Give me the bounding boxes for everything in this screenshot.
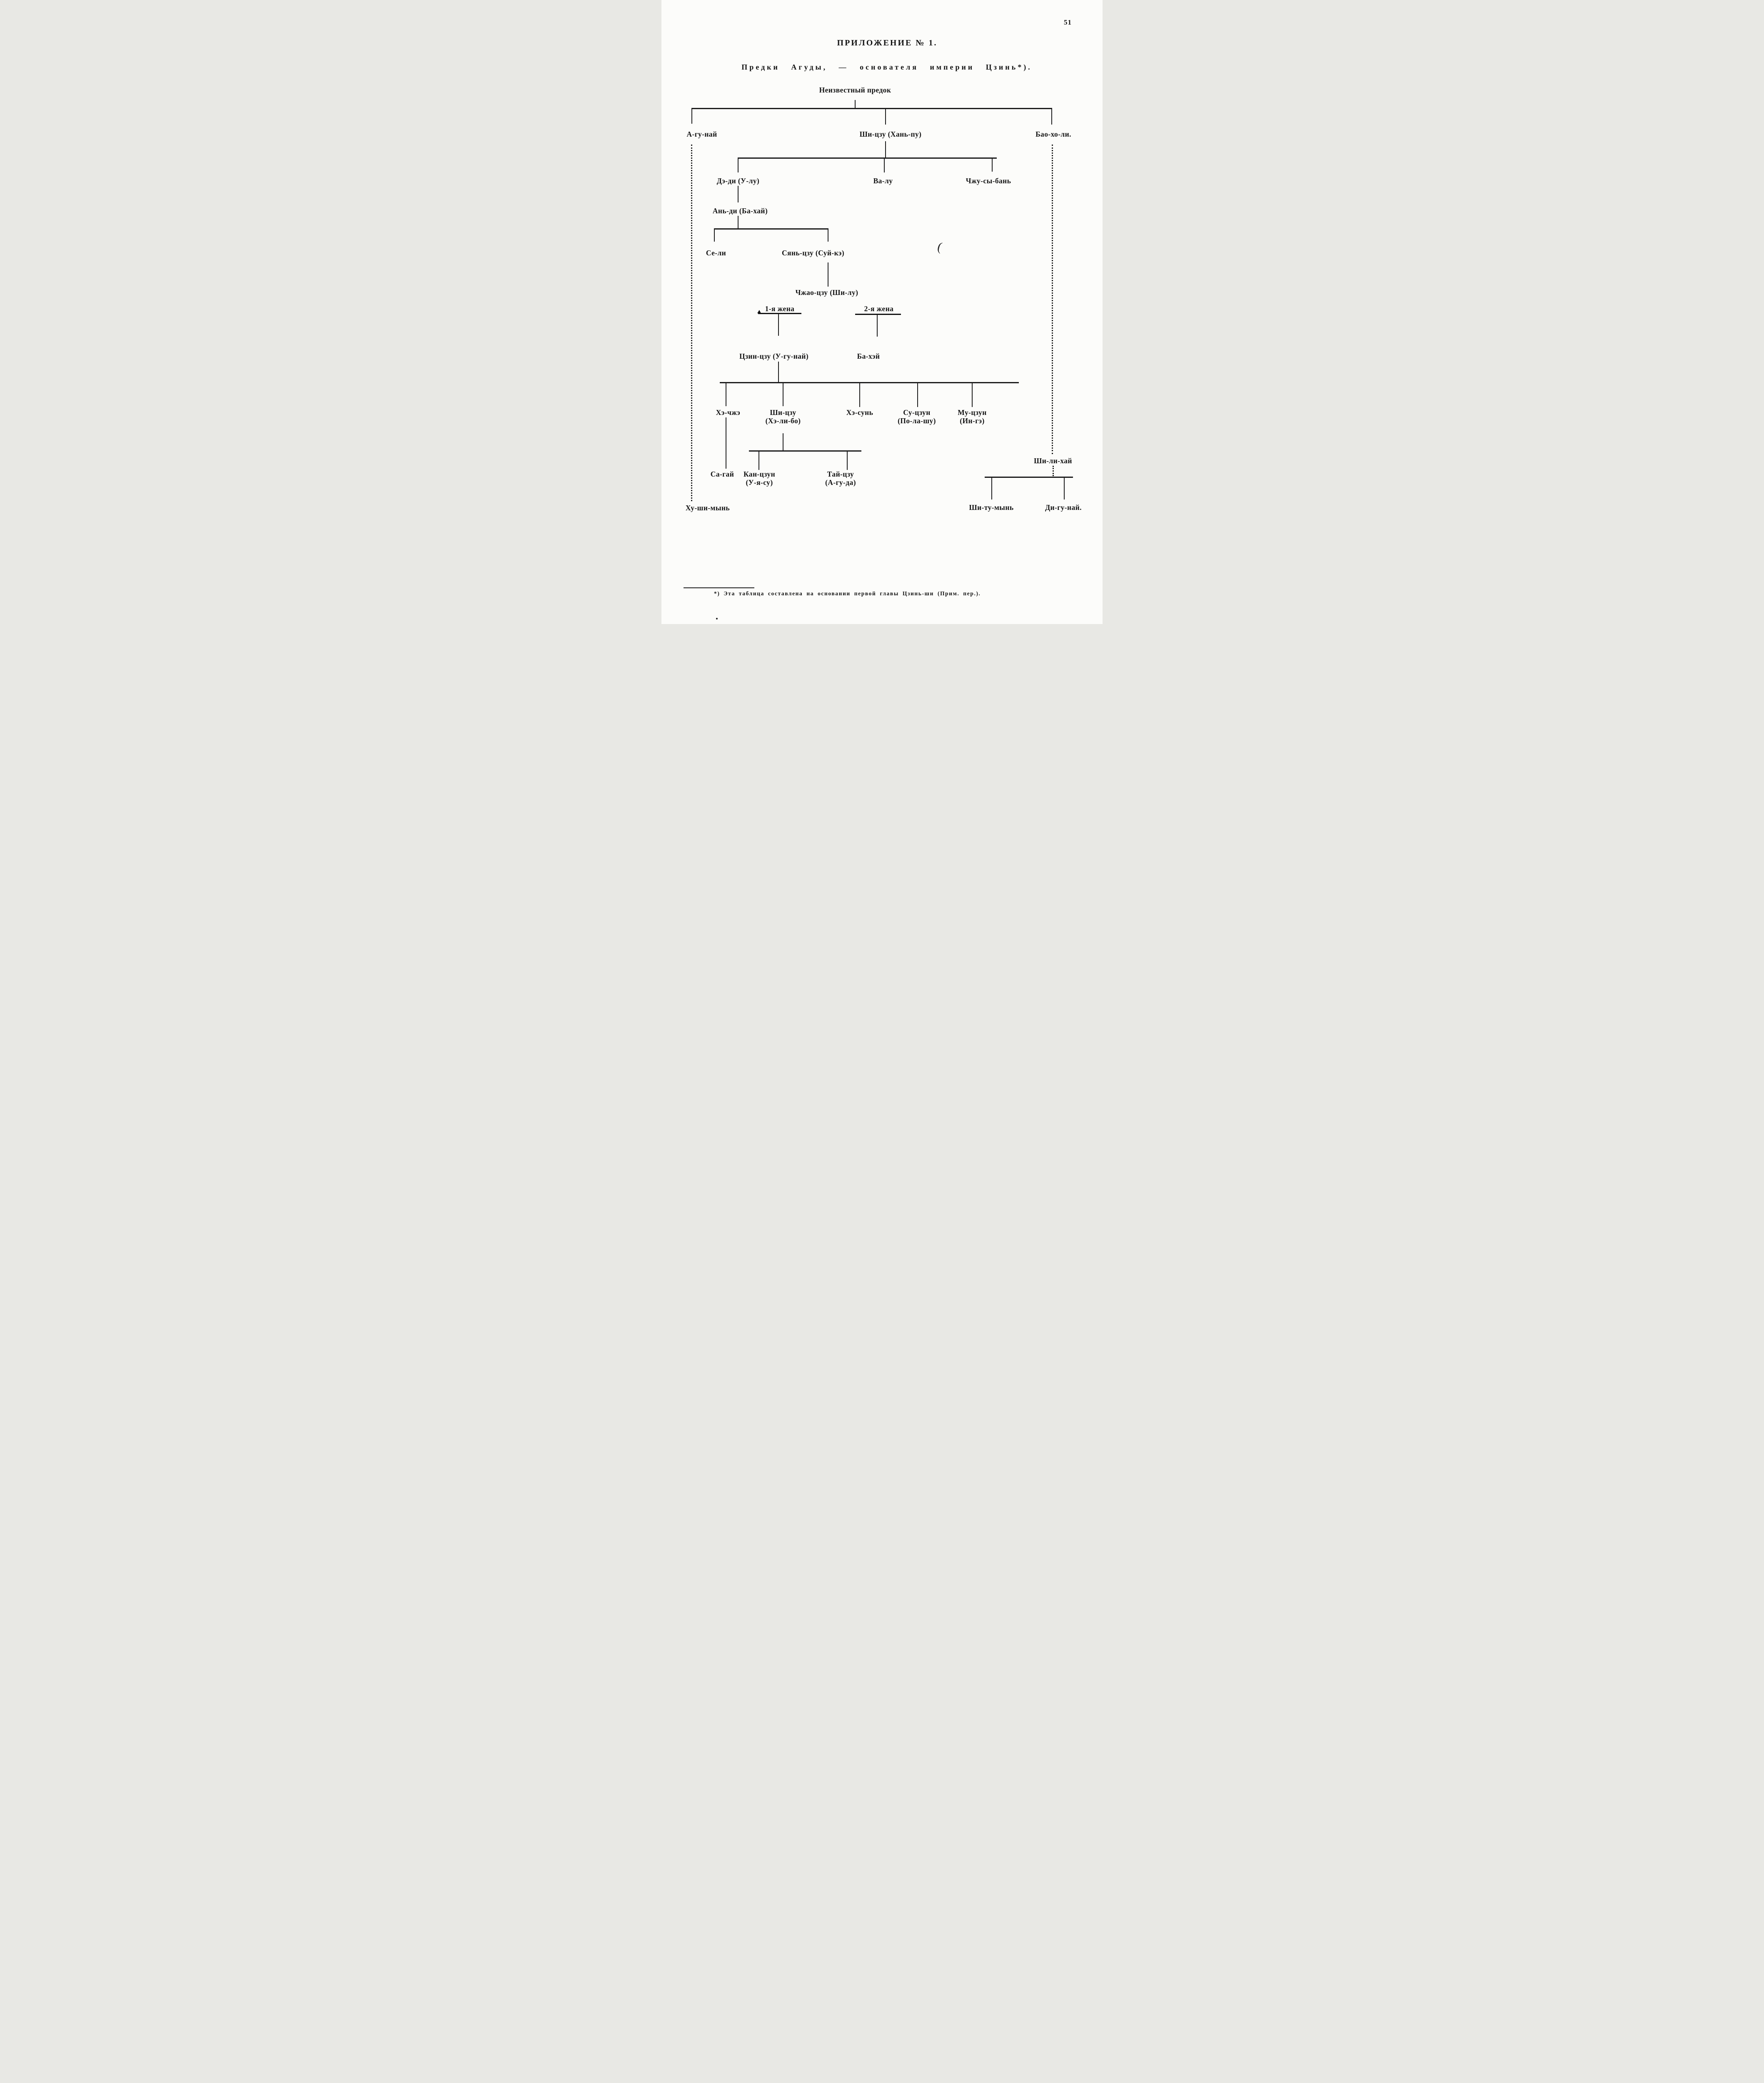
connector-andi-drop bbox=[738, 216, 739, 228]
footnote-text: *) Эта таблица составлена на основании п… bbox=[714, 590, 981, 597]
ink-speck bbox=[716, 618, 718, 619]
connector-stub-khesun bbox=[859, 382, 861, 407]
node-a-gu-nai: А-гу-най bbox=[686, 130, 717, 138]
connector-stub-baokholi bbox=[1051, 108, 1053, 125]
node-syan-tszu: Сянь-цзу (Суй-кэ) bbox=[781, 249, 845, 257]
dotted-line-agunai-hushimyn bbox=[691, 145, 692, 501]
node-khe-sun: Хэ-сунь bbox=[846, 408, 873, 417]
node-an-di: Ань-ди (Ба-хай) bbox=[712, 207, 768, 215]
connector-stub-agunai bbox=[691, 108, 693, 124]
node-di-gu-nai: Ди-гу-най. bbox=[1045, 503, 1082, 512]
connector-shitszu-drop bbox=[885, 141, 886, 157]
connector-stub-kantszun bbox=[758, 450, 760, 470]
footnote-rule bbox=[684, 587, 754, 588]
node-va-lu: Ва-лу bbox=[873, 177, 893, 185]
connector-zhena2-drop bbox=[877, 315, 878, 337]
connector-stub-chzhusyban bbox=[992, 157, 993, 172]
connector-stub-shitszu bbox=[885, 108, 886, 125]
node-zhena-1: 1-я жена bbox=[765, 305, 795, 313]
connector-gen4-bar bbox=[714, 228, 828, 230]
connector-gen8-bar bbox=[749, 450, 861, 452]
node-su-tszun: Су-цзун (По-ла-шу) bbox=[898, 408, 936, 425]
connector-stub-dedi bbox=[738, 157, 739, 172]
underline-zhena-1 bbox=[758, 313, 801, 314]
scanned-book-page: 51 ПРИЛОЖЕНИЕ № 1. Предки Агуды, — основ… bbox=[661, 0, 1103, 624]
node-ba-khei: Ба-хэй bbox=[857, 352, 880, 360]
node-tszin-tszu: Цзин-цзу (У-гу-най) bbox=[739, 352, 809, 360]
page-number: 51 bbox=[1064, 18, 1072, 26]
node-mu-tszun: Му-цзун (Ин-гэ) bbox=[958, 408, 987, 425]
node-kan-tszun: Кан-цзун (У-я-су) bbox=[743, 470, 776, 487]
node-shi-tszu-khe-li-bo: Ши-цзу (Хэ-ли-бо) bbox=[765, 408, 801, 425]
appendix-title: ПРИЛОЖЕНИЕ № 1. bbox=[837, 38, 938, 47]
node-chzhao-tszu: Чжао-цзу (Ши-лу) bbox=[795, 288, 858, 297]
connector-zhena1-drop bbox=[778, 314, 779, 336]
dotted-line-shilihai-drop bbox=[1053, 466, 1054, 476]
connector-stub-mutszun bbox=[972, 382, 973, 407]
node-khu-shi-myn: Ху-ши-мынь bbox=[685, 504, 730, 512]
connector-stub-shitumyn bbox=[991, 477, 993, 500]
connector-stub-valu bbox=[884, 157, 885, 172]
connector-stub-sutszun bbox=[917, 382, 918, 407]
connector-gen7-bar bbox=[720, 382, 1019, 383]
connector-stub-digunai bbox=[1064, 477, 1065, 500]
connector-tszintszu-drop bbox=[778, 362, 779, 382]
node-shi-tszu-khan-pu: Ши-цзу (Хань-пу) bbox=[859, 130, 922, 138]
connector-rightbranch-bar bbox=[985, 477, 1073, 478]
node-tai-tszu: Тай-цзу (А-гу-да) bbox=[825, 470, 856, 487]
node-shi-tu-myn: Ши-ту-мынь bbox=[969, 503, 1014, 512]
node-shi-li-khai: Ши-ли-хай bbox=[1034, 457, 1072, 465]
ink-blob bbox=[757, 310, 761, 313]
connector-gen2-bar bbox=[738, 157, 997, 159]
connector-gen1-bar bbox=[691, 108, 1052, 109]
node-sa-gai: Са-гай bbox=[710, 470, 734, 478]
chart-subtitle: Предки Агуды, — основателя империи Цзинь… bbox=[741, 63, 1032, 71]
connector-stub-seli bbox=[714, 228, 715, 242]
node-chzhu-sy-ban: Чжу-сы-бань bbox=[966, 177, 1011, 185]
ink-artifact: ( bbox=[936, 240, 943, 254]
node-se-li: Се-ли bbox=[706, 249, 726, 257]
node-bao-kho-li: Бао-хо-ли. bbox=[1035, 130, 1071, 138]
connector-root-drop bbox=[855, 100, 856, 108]
connector-dedi-andi bbox=[738, 186, 739, 202]
node-neizvestny-predok: Неизвестный предок bbox=[819, 86, 891, 94]
node-khe-chzhe: Хэ-чжэ bbox=[716, 408, 741, 417]
dotted-line-baokholi-shilihai bbox=[1052, 145, 1053, 454]
underline-zhena-2 bbox=[855, 314, 901, 315]
node-de-di: Дэ-ди (У-лу) bbox=[716, 177, 760, 185]
connector-stub-taitszu bbox=[847, 450, 848, 470]
node-zhena-2: 2-я жена bbox=[864, 305, 894, 313]
